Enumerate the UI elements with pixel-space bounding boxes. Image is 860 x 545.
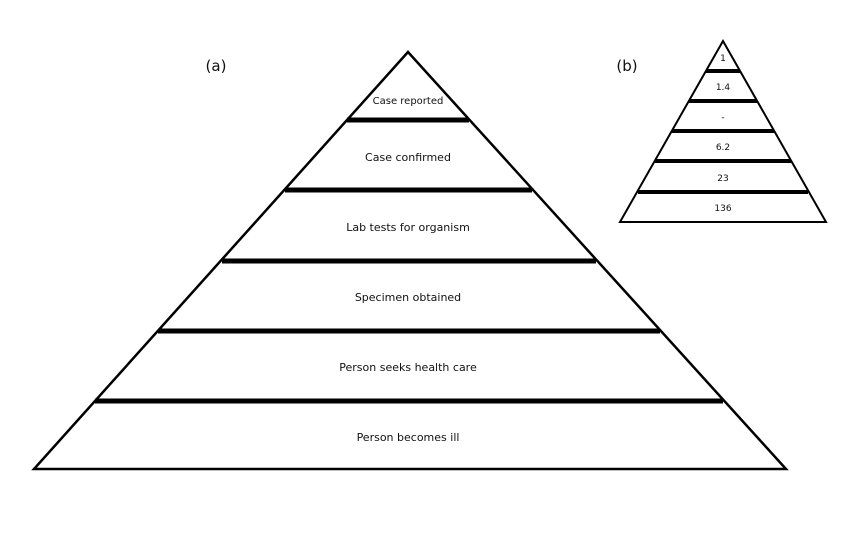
tier-value: 136	[714, 204, 731, 214]
tier-value: -	[721, 113, 724, 123]
tier-value: 1.4	[716, 83, 731, 93]
tier-becomes-ill: Person becomes ill	[357, 431, 460, 444]
tier-case-reported: Case reported	[373, 96, 444, 107]
tier-seeks-health-care: Person seeks health care	[339, 361, 477, 374]
pyramid-a-outline	[31, 50, 789, 471]
tier-value: 6.2	[716, 143, 730, 153]
tier-case-confirmed: Case confirmed	[365, 151, 451, 164]
pyramid-a: (a) Case reported Case confirmed Lab tes…	[31, 50, 789, 471]
pyramid-b: (b) 1 1.4 - 6.2 23 136	[616, 38, 828, 223]
tier-value: 1	[720, 54, 726, 64]
panel-b-label: (b)	[616, 57, 637, 75]
tier-lab-tests: Lab tests for organism	[346, 221, 470, 234]
pyramid-b-outline	[618, 38, 828, 223]
tier-specimen-obtained: Specimen obtained	[355, 291, 461, 304]
panel-a-label: (a)	[206, 57, 227, 75]
tier-value: 23	[717, 174, 728, 184]
